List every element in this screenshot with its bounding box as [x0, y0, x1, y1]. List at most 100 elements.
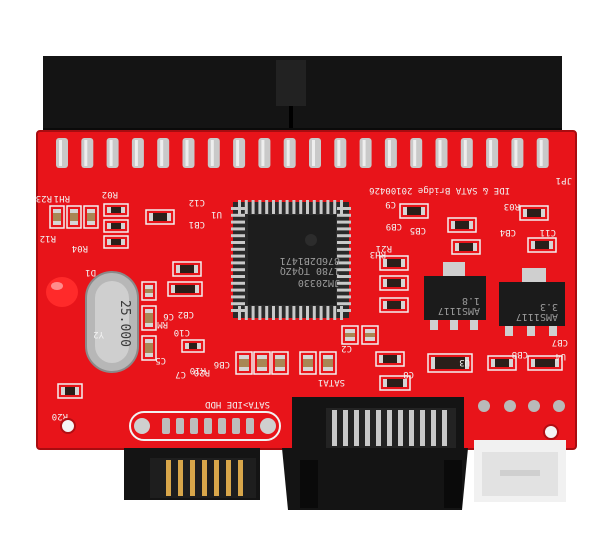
sata-data-connector — [282, 397, 468, 510]
smd-part — [319, 351, 337, 375]
silk-label: U1 — [211, 209, 222, 219]
svg-text:1.8: 1.8 — [462, 295, 480, 306]
smd-part — [167, 281, 203, 297]
silk-label: C11 — [540, 227, 556, 237]
smd-part — [379, 375, 411, 391]
power-pad-row — [129, 411, 281, 441]
svg-text:3.3: 3.3 — [540, 301, 558, 312]
jm20330-chip: JM20330 1780 TQ4ZQ 876D2B1471 — [231, 200, 351, 320]
led — [46, 277, 78, 307]
smd-part — [487, 355, 517, 371]
smd-part — [427, 353, 473, 373]
via-row — [478, 400, 565, 412]
silk-sata1: SATA1 — [318, 377, 345, 387]
ide-pin — [309, 138, 321, 168]
silk-label: C12 — [189, 197, 205, 207]
silk-label: C7 — [175, 369, 186, 379]
silk-jp1: JP1 — [556, 175, 572, 185]
sata-power-connector — [124, 448, 260, 500]
silk-label: R23 — [36, 193, 52, 203]
silk-label: C9 — [385, 199, 396, 209]
svg-text:1780 TQ4ZQ: 1780 TQ4ZQ — [280, 265, 340, 276]
ide-pin — [384, 138, 397, 168]
smd-part — [141, 335, 157, 361]
smd-part — [181, 339, 205, 353]
silk-label: RM — [157, 319, 168, 329]
silk-label: RH1 — [54, 193, 70, 203]
silk-label: R02 — [102, 189, 118, 199]
smd-part — [271, 351, 289, 375]
svg-text:SATA1: SATA1 — [318, 377, 345, 387]
ide-pin — [283, 138, 296, 168]
smd-part — [379, 275, 409, 291]
smd-part — [57, 383, 83, 399]
smd-part — [299, 351, 317, 375]
regulator-1: AMS1117 1.8 — [424, 262, 486, 330]
ide-pin — [359, 138, 372, 168]
silk-label: CB6 — [214, 359, 230, 369]
ide-pin — [81, 138, 94, 168]
smd-part — [49, 205, 65, 229]
ide-connector — [43, 56, 562, 140]
ide-pin — [106, 138, 119, 168]
smd-part — [399, 203, 429, 219]
smd-part — [83, 205, 99, 229]
ide-pin — [56, 138, 68, 168]
silk-label: CB2 — [178, 309, 194, 319]
silk-label: U4 — [555, 351, 566, 361]
silk-label: CB8 — [512, 349, 528, 359]
smd-part — [141, 305, 157, 331]
ide-pin — [233, 138, 246, 168]
smd-part — [66, 205, 82, 229]
ide-pin — [460, 138, 473, 168]
silk-label: R10 — [190, 365, 206, 375]
ide-pin — [511, 138, 524, 168]
svg-text:IDE & SATA Bridge 20100426: IDE & SATA Bridge 20100426 — [369, 185, 510, 195]
silk-label: C6 — [163, 311, 174, 321]
silk-label: C5 — [155, 355, 166, 365]
smd-part — [527, 237, 557, 253]
smd-part — [103, 235, 129, 249]
svg-text:876D2B1471: 876D2B1471 — [280, 255, 340, 266]
svg-text:SATA>IDE HDD: SATA>IDE HDD — [205, 399, 270, 409]
ide-pin — [157, 138, 170, 168]
silk-label: CB9 — [386, 221, 402, 231]
ide-pin — [435, 138, 448, 168]
svg-text:JM20330: JM20330 — [298, 277, 340, 288]
silk-label: D1 — [85, 267, 96, 277]
silk-label: RH3 — [370, 249, 386, 259]
silk-label: R12 — [40, 233, 56, 243]
silk-label: C10 — [174, 327, 190, 337]
ide-pin — [536, 138, 549, 168]
smd-part — [341, 325, 359, 345]
ide-pin — [334, 138, 347, 168]
svg-text:AMS1117: AMS1117 — [438, 305, 480, 316]
white-connector — [474, 440, 566, 502]
ide-pin — [207, 138, 220, 168]
smd-part — [379, 297, 409, 313]
svg-text:JP1: JP1 — [556, 175, 572, 185]
silk-label: R20 — [194, 367, 210, 377]
smd-part — [235, 351, 253, 375]
ide-pin — [131, 138, 144, 168]
silk-label: C8 — [403, 369, 414, 379]
silk-label: R20 — [52, 411, 68, 421]
silk-label: R03 — [504, 201, 520, 211]
smd-part — [103, 203, 129, 217]
smd-components — [49, 203, 563, 399]
silk-label: Y2 — [93, 329, 104, 339]
regulator-2: AMS1117 3.3 — [499, 268, 565, 336]
mount-hole-left — [60, 418, 76, 434]
mount-hole-right — [543, 424, 559, 440]
silk-label: R04 — [72, 243, 88, 253]
silk-label: C2 — [341, 343, 352, 353]
smd-part — [145, 209, 175, 225]
smd-part — [451, 239, 481, 255]
silk-label: R21 — [376, 243, 392, 253]
smd-part — [375, 351, 405, 367]
smd-part — [379, 255, 409, 271]
smd-part — [253, 351, 271, 375]
smd-part — [103, 219, 129, 233]
svg-text:AMS1117: AMS1117 — [516, 311, 558, 322]
